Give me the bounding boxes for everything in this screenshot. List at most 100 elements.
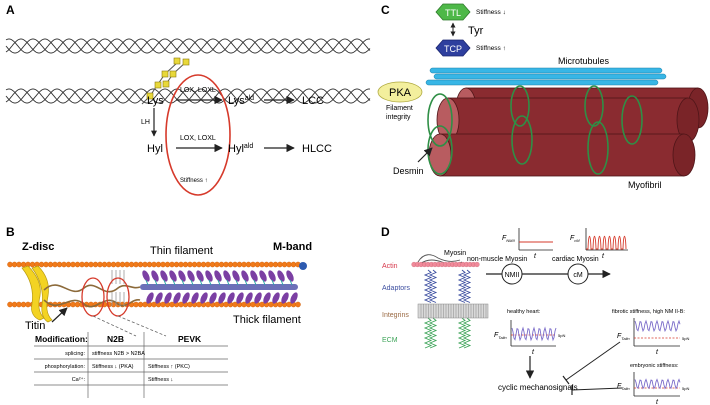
t-axis-label: t [656, 349, 659, 356]
table-cell: Stiffness ↓ [148, 377, 174, 383]
panel-d-label: D [381, 225, 390, 239]
cm-label: cM [573, 272, 583, 279]
table-header-pevk: PEVK [178, 334, 202, 344]
fnmii-axis-label: FNMII [502, 235, 516, 243]
panel-a-label: A [6, 3, 15, 17]
titin-arrow [51, 307, 68, 323]
pevk-circle [106, 277, 130, 317]
inhibit-bar [562, 375, 570, 385]
t-axis-label: t [602, 253, 605, 260]
tcp-label: TCP [444, 44, 462, 54]
mband-end [299, 262, 307, 270]
ftalin-axis-label: FTalin [617, 333, 630, 341]
healthy-graph: FTalin 5pN t [494, 320, 565, 356]
titin-label: Titin [25, 320, 45, 332]
zdisc [21, 265, 53, 323]
five-pn-label: 5pN [682, 386, 689, 391]
cm-circle [567, 263, 589, 285]
healthy-label: healthy heart: [507, 309, 541, 315]
thick-filament [140, 284, 298, 290]
mband-label: M-band [273, 241, 312, 253]
lh-label: LH [141, 119, 150, 126]
fibrotic-inhibit [565, 341, 621, 381]
hlcc-label: HLCC [302, 143, 332, 155]
adaptor-springs [423, 269, 472, 349]
embryonic-graph: FTalin 5pN t [617, 372, 689, 405]
table-cell: Stiffness ↓ (PKA) [92, 364, 134, 370]
tcp-hexagon [435, 39, 471, 57]
fcm-graph: FcM t [570, 228, 628, 260]
five-pn-label: 5pN [682, 336, 689, 341]
pka-ellipse [377, 81, 423, 103]
integrity-label: integrity [386, 114, 411, 121]
thin-filament-top [7, 261, 301, 268]
table-row-label: splicing: [65, 351, 85, 357]
fnmii-graph: FNMII t [502, 228, 553, 260]
myofibril-label: Myofibril [628, 180, 662, 190]
table-header-n2b: N2B [107, 334, 124, 344]
actin-filament [411, 261, 480, 268]
nmii-circle [501, 263, 523, 285]
actin-label: Actin [382, 263, 398, 270]
filament-label: Filament [386, 105, 413, 112]
t-axis-label: t [534, 253, 537, 260]
panel-b: B Z-disc M-band Thin filament Thick fila… [6, 225, 312, 398]
ttl-stiffness: Stiffness ↓ [476, 9, 506, 16]
t-axis-label: t [532, 349, 535, 356]
thin-filament-label: Thin filament [150, 245, 213, 257]
table-row-label: phosphorylation: [45, 364, 86, 370]
integrins-label: Integrins [382, 312, 409, 319]
myosin-label: Myosin [444, 250, 466, 257]
microtubules [425, 67, 667, 86]
ftalin-axis-label: FTalin [494, 332, 507, 340]
tcp-stiffness: Stiffness ↑ [476, 45, 506, 52]
table-cell: stiffness N2B > N2BA [92, 351, 145, 357]
membrane [417, 303, 489, 319]
desmin-label: Desmin [393, 166, 424, 176]
stiffness-a: Stiffness ↑ [180, 178, 208, 184]
table-cell: Stiffness ↑ (PKC) [148, 364, 190, 370]
t-axis-label: t [656, 399, 659, 405]
fcm-axis-label: FcM [570, 235, 580, 243]
ecm-label: ECM [382, 337, 398, 344]
panel-d: D Myosin Actin Adaptors Integrins ECM NM… [381, 225, 689, 405]
n2b-circle [81, 277, 105, 317]
panel-c: C TTL Stiffness ↓ Tyr TCP Stiffness ↑ Mi… [377, 3, 709, 190]
pka-label: PKA [389, 87, 412, 99]
nonmuscle-myosin-label: non-muscle Myosin [467, 256, 527, 263]
enzyme-bottom: LOX, LOXL [180, 135, 216, 142]
adaptors-label: Adaptors [382, 285, 411, 292]
myofibril-bundle [428, 87, 709, 177]
zdisc-label: Z-disc [22, 241, 54, 253]
ftalin-axis-label: FTalin [617, 383, 630, 391]
crosslink-nodes [146, 57, 190, 100]
collagen-helix-top [5, 38, 371, 54]
lox-ellipse [165, 74, 231, 196]
embryonic-inhibit [571, 387, 623, 391]
lcc-label: LCC [302, 95, 324, 107]
table-row-label: Ca²⁺: [72, 376, 86, 383]
lys-label: Lys [147, 95, 164, 107]
modification-table: Modification: N2B PEVK splicing: stiffne… [34, 332, 228, 398]
ttl-label: TTL [445, 8, 461, 18]
tyr-label: Tyr [468, 25, 484, 37]
cyclic-mechanosignals-label: cyclic mechanosignals [498, 383, 578, 392]
cardiac-myosin-label: cardiac Myosin [552, 256, 599, 263]
myosin-heads [142, 270, 298, 304]
panel-c-label: C [381, 3, 390, 17]
titin-upper [43, 284, 141, 293]
microtubules-label: Microtubules [558, 56, 610, 66]
desmin-arrow [417, 147, 433, 163]
ttl-hexagon [435, 3, 471, 21]
embryonic-label: embryonic stiffness: [630, 363, 679, 369]
nmii-label: NMII [505, 272, 520, 279]
enzyme-top: LOX, LOXL [180, 87, 216, 94]
panel-a: A Lys LH Hyl LOX, LOXL LOX, LOXL Lysald … [5, 3, 371, 196]
pevk-springs [111, 270, 125, 306]
hyl-ald-label: Hylald [228, 143, 253, 155]
thick-filament-label: Thick filament [233, 314, 301, 326]
n2b-leader [92, 315, 137, 337]
pevk-leader [117, 315, 167, 337]
five-pn-label: 5pN [558, 333, 565, 338]
